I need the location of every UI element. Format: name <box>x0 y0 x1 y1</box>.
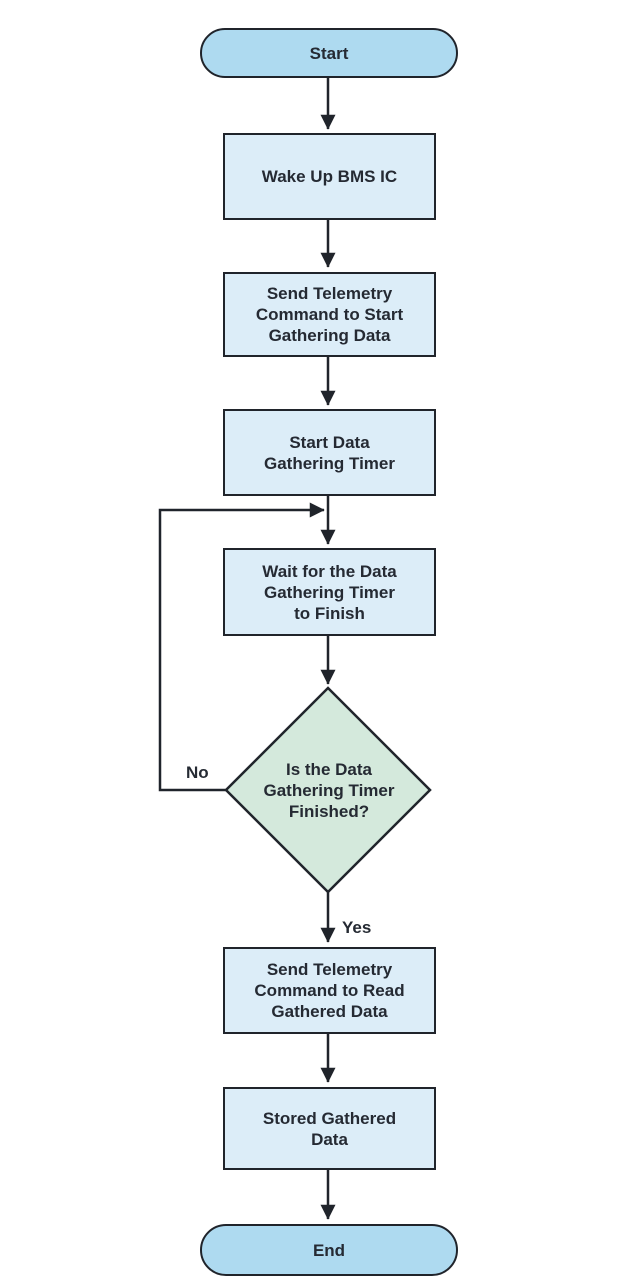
edge-no-loop <box>158 502 325 792</box>
node-send-telemetry-read-label: Send Telemetry Command to Read Gathered … <box>254 960 405 1021</box>
node-send-telemetry-start-label: Send Telemetry Command to Start Gatherin… <box>255 284 404 345</box>
node-wait-timer-label: Wait for the Data Gathering Timer to Fin… <box>262 561 397 623</box>
node-end: End <box>200 1224 458 1276</box>
node-send-telemetry-read: Send Telemetry Command to Read Gathered … <box>223 947 436 1034</box>
node-wait-timer: Wait for the Data Gathering Timer to Fin… <box>223 548 436 636</box>
node-start: Start <box>200 28 458 78</box>
node-send-telemetry-start: Send Telemetry Command to Start Gatherin… <box>223 272 436 357</box>
edge-label-no: No <box>186 763 209 782</box>
node-decision: Is the Data Gathering Timer Finished? <box>236 756 422 824</box>
node-stored-data: Stored Gathered Data <box>223 1087 436 1170</box>
node-start-label: Start <box>309 43 349 63</box>
node-decision-label: Is the Data Gathering Timer Finished? <box>263 759 395 821</box>
edge-label-yes: Yes <box>342 918 372 937</box>
node-end-label: End <box>312 1240 346 1260</box>
node-wake-bms-label: Wake Up BMS IC <box>261 167 398 186</box>
node-wake-bms: Wake Up BMS IC <box>223 133 436 220</box>
decision-diamond-shape <box>224 686 432 894</box>
node-start-timer-label: Start Data Gathering Timer <box>264 432 395 473</box>
node-stored-data-label: Stored Gathered Data <box>262 1108 397 1149</box>
node-start-timer: Start Data Gathering Timer <box>223 409 436 496</box>
